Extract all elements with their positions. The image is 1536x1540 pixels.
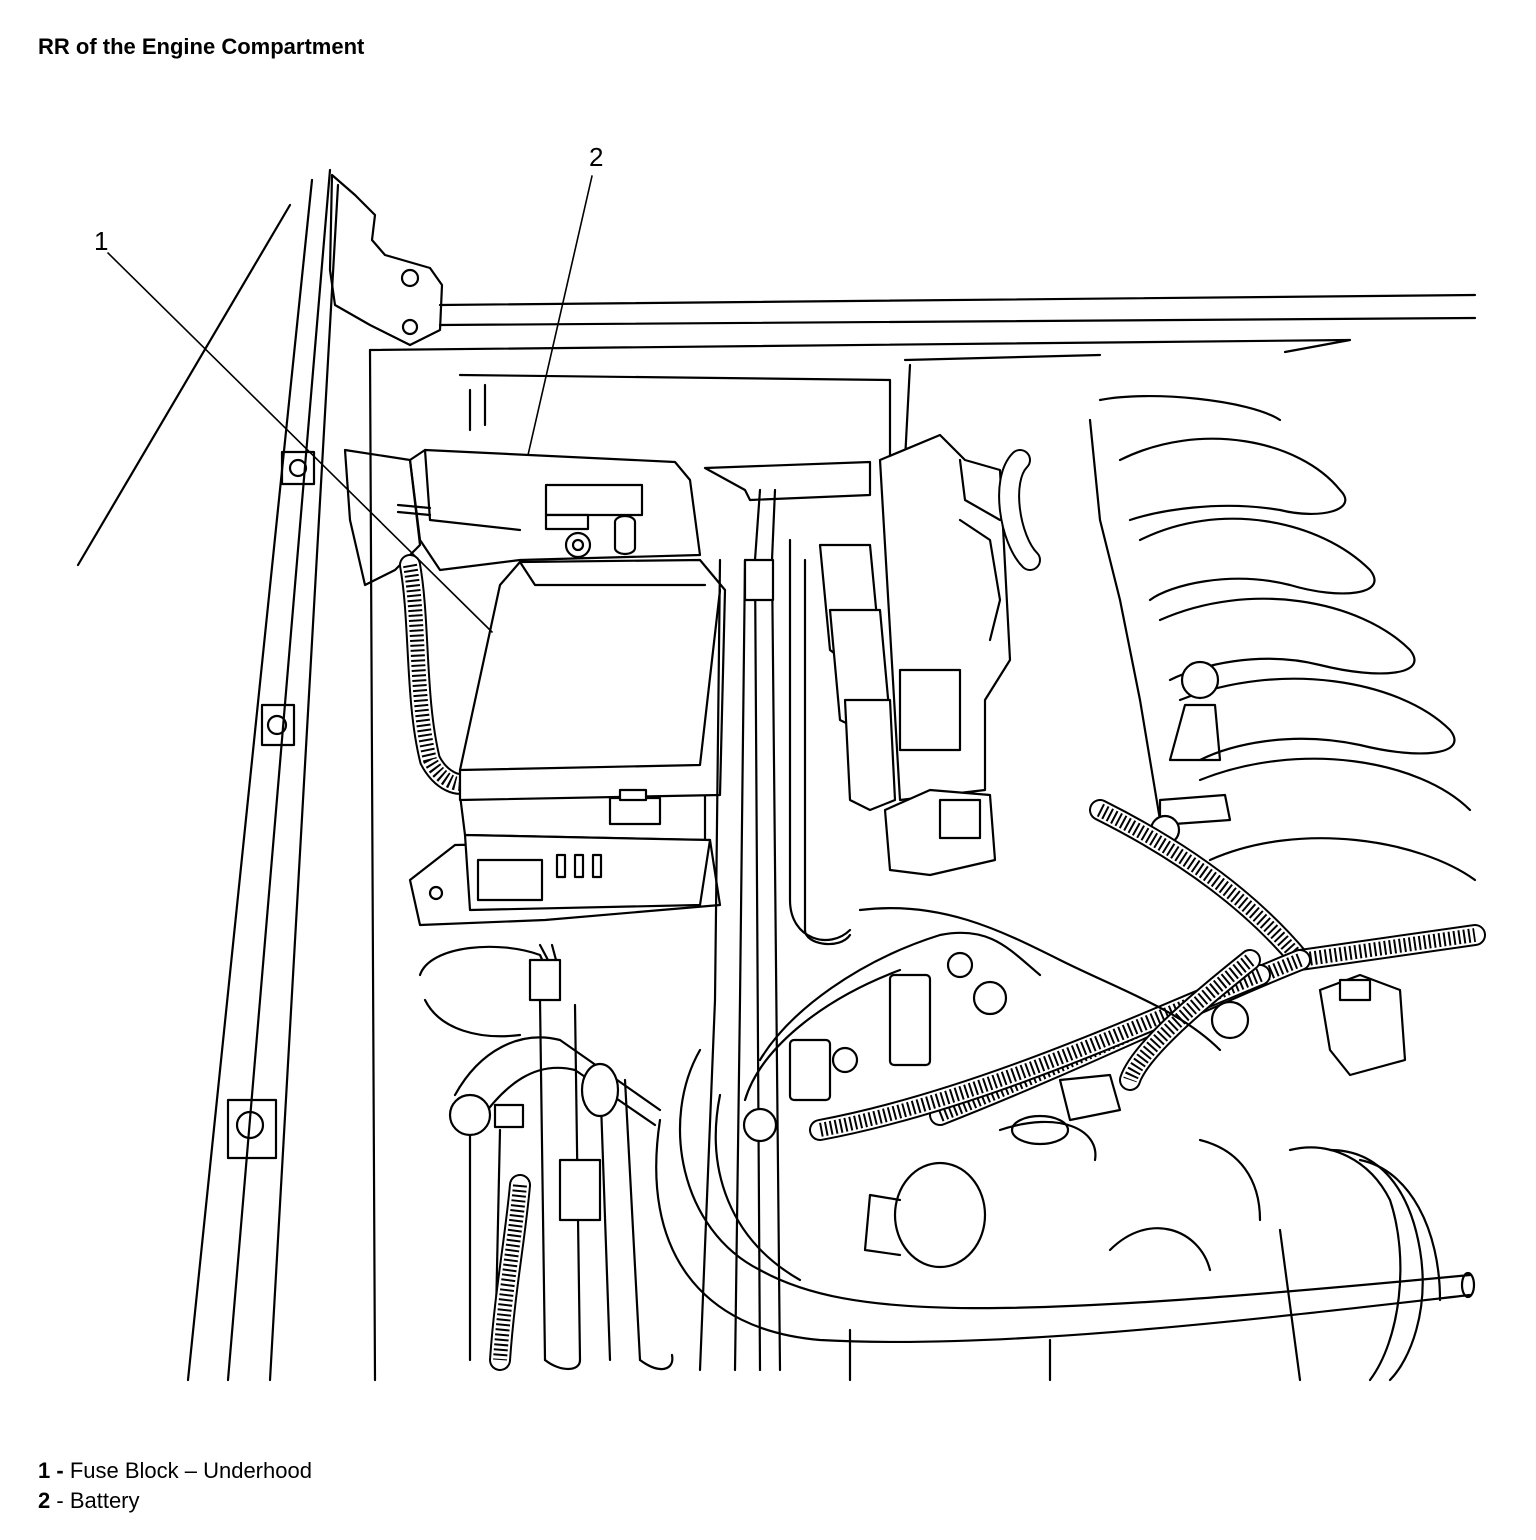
legend-item-separator: - <box>50 1488 70 1513</box>
coolant-lines <box>418 943 674 1371</box>
thermostat-housing <box>863 1073 1122 1269</box>
cowl-panel <box>368 293 1477 1382</box>
corrugated-conduit <box>489 1174 531 1371</box>
engine-front-cover <box>742 906 1407 1143</box>
callout-1-leader <box>107 252 493 633</box>
engine-harness <box>809 449 1486 1141</box>
ignition-coil-area <box>788 433 1012 946</box>
legend-item-label: Battery <box>69 1488 140 1513</box>
fuse-block-underhood <box>408 558 727 927</box>
legend: 1 - Fuse Block – Underhood 2 - Battery <box>38 1456 312 1516</box>
crankshaft-pulley <box>848 1146 1442 1382</box>
legend-item-separator: - <box>50 1458 70 1483</box>
intake-manifold <box>1088 394 1477 882</box>
upper-radiator-hose <box>655 1048 1476 1344</box>
callout-1-number: 1 <box>94 226 108 256</box>
fender-rail <box>76 168 444 1382</box>
legend-item-number: 2 <box>38 1488 51 1513</box>
battery-cable-loom <box>399 554 481 795</box>
legend-item-number: 1 <box>38 1458 51 1483</box>
figure-title: RR of the Engine Compartment <box>38 34 365 59</box>
legend-item-label: Fuse Block – Underhood <box>69 1458 312 1483</box>
brake-lines <box>698 460 872 1372</box>
leader-lines <box>107 175 593 633</box>
callout-2-leader <box>527 175 593 456</box>
legend-item: 1 - Fuse Block – Underhood <box>38 1456 312 1486</box>
battery <box>343 448 702 587</box>
legend-item: 2 - Battery <box>38 1486 312 1516</box>
callout-2-number: 2 <box>589 142 603 172</box>
